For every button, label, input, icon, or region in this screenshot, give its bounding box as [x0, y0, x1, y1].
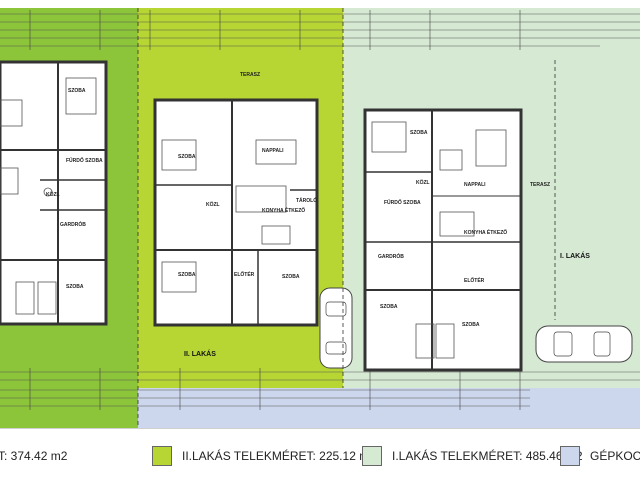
legend-label: I.LAKÁS TELEKMÉRET: 485.46 m2 [392, 449, 583, 463]
mid-room-label: KÖZL [206, 201, 220, 208]
legend-swatch [152, 446, 172, 466]
mid-room-label: KONYHA ÉTKEZŐ [262, 206, 305, 214]
left-room-label: KÖZL [46, 191, 60, 198]
right-room-label: SZOBA [410, 130, 428, 136]
mid-room-label: SZOBA [282, 274, 300, 280]
mid-room-label: SZOBA [178, 154, 196, 160]
unit-label-ii: II. LAKÁS [184, 349, 216, 358]
mid-room-label: NAPPALI [262, 148, 284, 154]
legend-item-ii-lakas: II.LAKÁS TELEKMÉRET: 225.12 m2 [152, 445, 376, 467]
right-room-label: SZOBA [380, 304, 398, 310]
right-room-label: GARDRÓB [378, 252, 404, 260]
left-room-label: FÜRDŐ SZOBA [66, 157, 103, 164]
right-room-label: ELŐTÉR [464, 276, 485, 284]
bottom-dimension-lines [0, 371, 640, 407]
middle-building: TERASZ SZOBA NAPPALI KÖZL KONYHA ÉTKEZŐ … [153, 72, 319, 358]
legend-item-parking: GÉPKOCSI [560, 445, 640, 467]
floor-plan-drawing: SZOBA FÜRDŐ SZOBA KÖZL GARDRÓB SZOBA TER… [0, 8, 640, 428]
parking-area [138, 388, 640, 428]
legend-swatch [362, 446, 382, 466]
legend-label: GÉPKOCSI [590, 449, 640, 463]
property-boundary-lines [137, 8, 556, 428]
mid-room-label: ELŐTÉR [234, 270, 255, 278]
right-room-label: TERASZ [530, 182, 550, 188]
unit-label-i: I. LAKÁS [560, 251, 590, 260]
left-room-label: GARDRÓB [60, 220, 86, 228]
left-room-label: SZOBA [66, 284, 84, 290]
left-room-label: SZOBA [68, 88, 86, 94]
car-right [535, 325, 633, 363]
mid-room-label: SZOBA [178, 272, 196, 278]
legend: ET: 374.42 m2 II.LAKÁS TELEKMÉRET: 225.1… [0, 428, 640, 481]
dimension-ticks [29, 10, 521, 410]
legend-label: II.LAKÁS TELEKMÉRET: 225.12 m2 [182, 449, 376, 463]
right-room-label: NAPPALI [464, 182, 486, 188]
right-room-label: FÜRDŐ SZOBA [384, 199, 421, 206]
car-middle [319, 287, 353, 369]
mid-room-label: TERASZ [240, 72, 260, 78]
legend-item-i-lakas: I.LAKÁS TELEKMÉRET: 485.46 m2 [362, 445, 583, 467]
legend-item-left-plot: ET: 374.42 m2 [0, 445, 67, 467]
right-building: SZOBA KÖZL NAPPALI TERASZ FÜRDŐ SZOBA KO… [363, 108, 590, 372]
legend-label: ET: 374.42 m2 [0, 449, 68, 463]
right-room-label: KONYHA ÉTKEZŐ [464, 228, 507, 236]
right-room-label: KÖZL [416, 179, 430, 186]
left-building: SZOBA FÜRDŐ SZOBA KÖZL GARDRÓB SZOBA [0, 60, 108, 326]
mid-room-label: TÁROLÓ [296, 196, 317, 204]
legend-swatch [560, 446, 580, 466]
right-room-label: SZOBA [462, 322, 480, 328]
